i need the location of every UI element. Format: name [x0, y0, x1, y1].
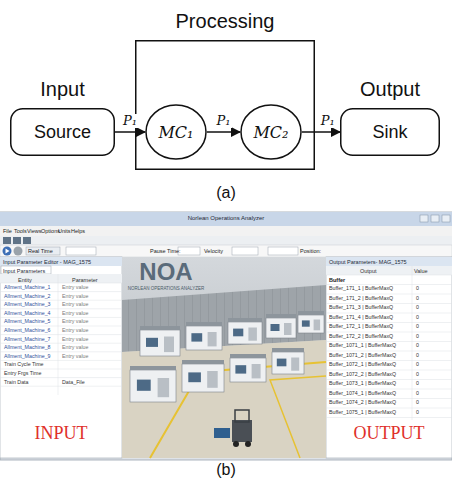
table-cell: 0 [416, 305, 419, 311]
processing-box: ProcessingMC₁MC₂ [135, 40, 315, 170]
entity-name: Allment_Machine_5 [4, 319, 51, 325]
table-cell: 0 [416, 400, 419, 406]
entity-name: Allment_Machine_4 [4, 311, 51, 317]
column-header: Value [414, 268, 428, 274]
table-cell: Buffer_1071_2 | BufferMaxQ [329, 353, 396, 359]
toolbar-text: Position: [300, 248, 321, 254]
entity-name: Entry Frgs Time [4, 371, 41, 377]
flow-label: P₁ [319, 114, 337, 128]
subfigure-caption: (b) [216, 461, 236, 479]
table-cell: Buffer_1072_2 | BufferMaxQ [329, 372, 396, 378]
table-cell: Buffer_1072_1 | BufferMaxQ [329, 362, 396, 368]
parameter-value: Entry value [62, 328, 89, 334]
logo-subtitle: NORLEAN OPERATIONS ANALYZER [128, 287, 205, 292]
source-box: SourceInput [10, 108, 115, 156]
entity-name: Train Data [4, 380, 29, 386]
machine-circle: MC₁ [145, 104, 207, 160]
panel-tab: Input Parameters [3, 268, 45, 274]
toolbar-text: Velocity [204, 248, 223, 254]
panel-tag: OUTPUT [354, 424, 425, 444]
table-cell: Buffer_171_4 | BufferMaxQ [329, 315, 393, 321]
heading-text: Input [40, 78, 84, 101]
parameter-value: Entry value [62, 311, 89, 317]
window-title: Norlean Operations Analyzer [188, 215, 265, 222]
flow-label: P₁ [215, 114, 233, 128]
table-cell: Buffer_1073_1 | BufferMaxQ [329, 381, 396, 387]
heading-text: Output [360, 78, 420, 101]
heading-text: Processing [176, 10, 275, 33]
table-cell: Buffer_172_2 | BufferMaxQ [329, 334, 393, 340]
entity-name: Allment_Machine_8 [4, 345, 51, 351]
table-cell: Buffer_171_2 | BufferMaxQ [329, 296, 393, 302]
entity-name: Allment_Machine_9 [4, 354, 51, 360]
column-header: Entity [18, 277, 32, 283]
column-header: Output [360, 268, 377, 274]
entity-name: Allment_Machine_3 [4, 302, 51, 308]
table-cell: 0 [416, 372, 419, 378]
table-cell: Buffer_171_1 | BufferMaxQ [329, 286, 393, 292]
column-header: Parameter [72, 277, 98, 283]
table-cell: 0 [416, 315, 419, 321]
table-cell: 0 [416, 410, 419, 416]
entity-name: Allment_Machine_7 [4, 337, 51, 343]
menu-item: Views [27, 228, 42, 234]
entity-name: Allment_Machine_2 [4, 294, 51, 300]
table-cell: Buffer_172_1 | BufferMaxQ [329, 324, 393, 330]
flow-arrow [115, 131, 145, 133]
flow-arrow [207, 131, 240, 133]
table-cell: 0 [416, 343, 419, 349]
menu-item: File [3, 228, 12, 234]
subfigure-caption: (a) [216, 184, 236, 202]
logo-text: NOA [139, 259, 192, 285]
parameter-value: Entry value [62, 354, 89, 360]
table-cell: Buffer_1074_2 | BufferMaxQ [329, 400, 396, 406]
toolbar-text: Pause Time: [150, 248, 181, 254]
menu-item: Helps [71, 228, 85, 234]
parameter-value: Entry value [62, 285, 89, 291]
table-cell: Buffer [329, 277, 345, 283]
table-cell: 0 [416, 286, 419, 292]
table-cell: Buffer_1075_1 | BufferMaxQ [329, 410, 396, 416]
parameter-value: Entry value [62, 337, 89, 343]
parameter-value: Entry value [62, 294, 89, 300]
table-cell: 0 [416, 353, 419, 359]
panel-tag: INPUT [35, 424, 88, 444]
machine-circle: MC₂ [240, 104, 302, 160]
table-cell: Buffer_1074_1 | BufferMaxQ [329, 391, 396, 397]
node-label: MC₂ [253, 123, 288, 142]
flow-arrow [302, 131, 340, 133]
node-label: Source [34, 122, 91, 143]
table-cell: Buffer_171_3 | BufferMaxQ [329, 305, 393, 311]
menu-item: Tools [14, 228, 27, 234]
table-cell: 0 [416, 381, 419, 387]
panel-title: Output Parameters- MAG_1575 [329, 259, 407, 265]
table-cell: 0 [416, 391, 419, 397]
sink-box: SinkOutput [340, 108, 440, 156]
entity-name: Allment_Machine_1 [4, 285, 51, 291]
table-cell: 0 [416, 296, 419, 302]
flow-label: P₁ [121, 114, 139, 128]
parameter-value: Data_File [62, 380, 85, 386]
node-label: MC₁ [158, 123, 193, 142]
table-cell: 0 [416, 362, 419, 368]
table-cell: 0 [416, 334, 419, 340]
node-label: Sink [372, 122, 407, 143]
parameter-value: Entry value [62, 345, 89, 351]
table-cell: 0 [416, 324, 419, 330]
entity-name: Train Cycle Time [4, 362, 44, 368]
panel-title: Input Parameter Editor - MAG_1575 [3, 259, 91, 265]
entity-name: Allment_Machine_6 [4, 328, 51, 334]
menu-item: Options [41, 228, 60, 234]
parameter-value: Entry value [62, 319, 89, 325]
table-cell: Buffer_1071_1 | BufferMaxQ [329, 343, 396, 349]
menu-item: Units [58, 228, 71, 234]
toolbar-text: Real Time [28, 248, 53, 254]
parameter-value: Entry value [62, 302, 89, 308]
